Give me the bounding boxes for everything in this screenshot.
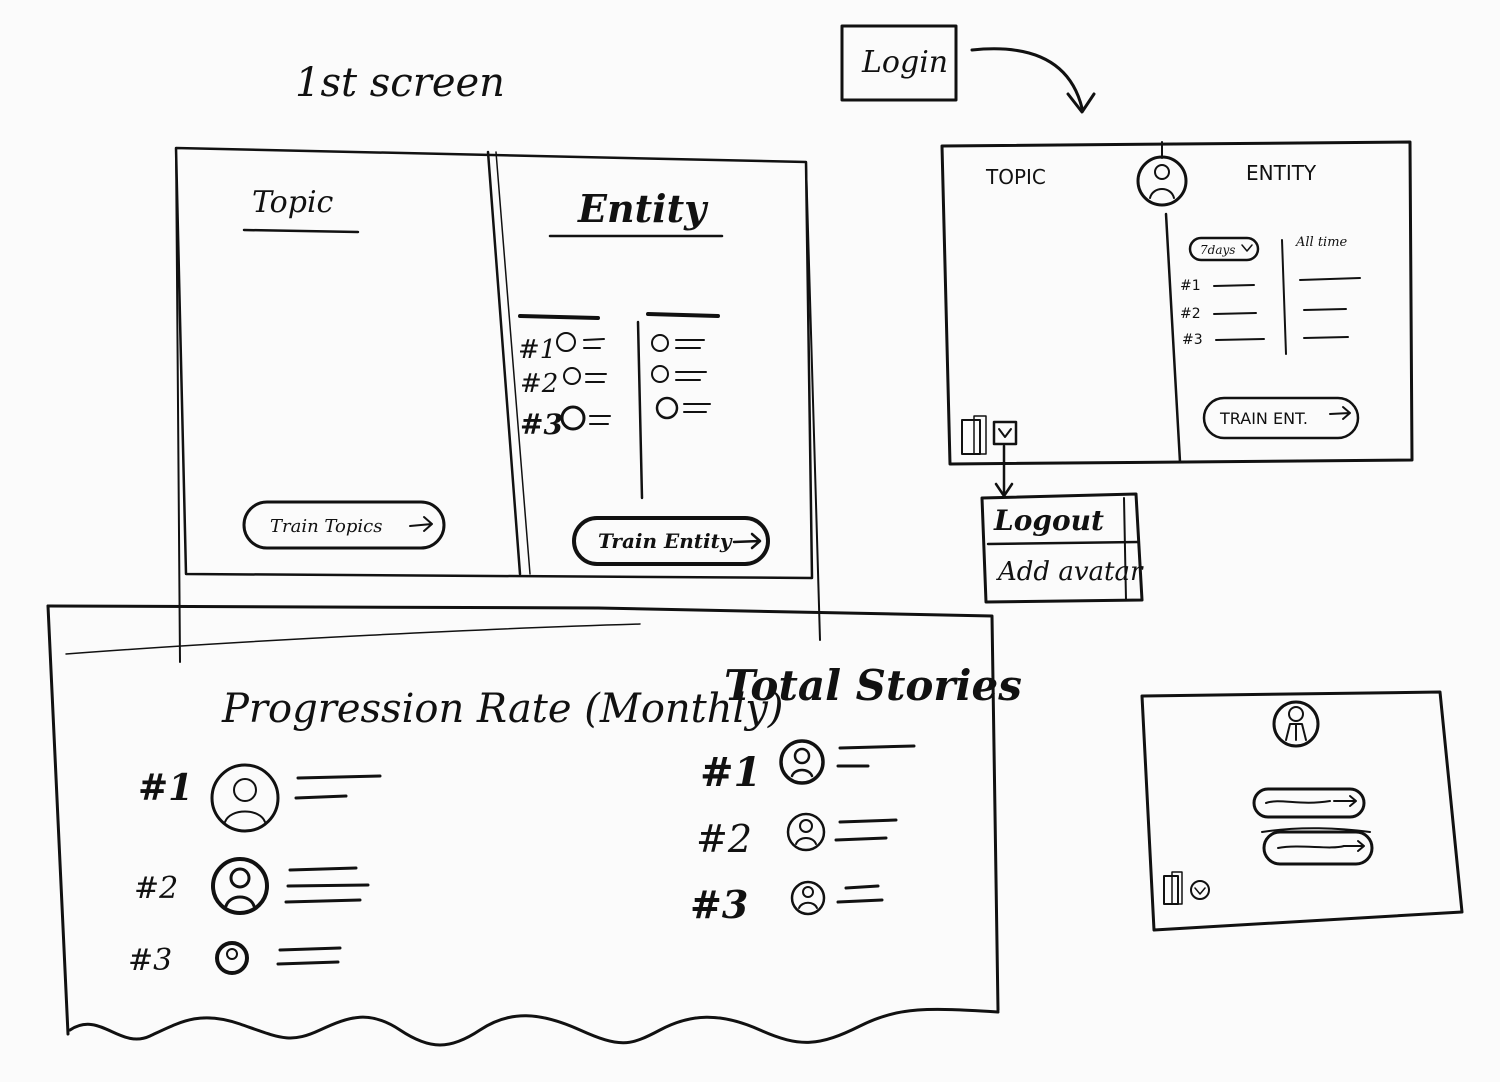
progression-rank: #3 <box>128 943 172 978</box>
progression-row: #1 <box>138 763 382 833</box>
screen2-frame <box>940 140 1414 466</box>
rank-label: #3 <box>1182 332 1203 348</box>
period-select-value: 7days <box>1200 243 1235 257</box>
login-box[interactable]: Login <box>840 24 958 102</box>
rank-label: #1 <box>1180 278 1201 294</box>
train-entity-button-2[interactable]: TRAIN ENT. <box>1202 396 1360 440</box>
profile-action-button[interactable] <box>1261 827 1374 866</box>
flow-arrow <box>970 47 1096 114</box>
avatar-icon <box>215 941 249 975</box>
page-title: 1st screen <box>295 60 505 106</box>
progression-rank: #1 <box>138 767 193 809</box>
train-entity-label-2: TRAIN ENT. <box>1219 409 1308 428</box>
entity-list-left: #1 #2 #3 <box>518 314 611 441</box>
all-time-label[interactable]: All time <box>1295 235 1348 250</box>
train-topics-label: Train Topics <box>270 516 382 537</box>
add-avatar-item[interactable]: Add avatar <box>996 557 1144 587</box>
entity-list-right <box>636 312 720 500</box>
avatar-icon <box>790 880 826 916</box>
stories-row: #1 <box>700 739 916 796</box>
dashboard-frame <box>46 604 1000 1047</box>
screen3-frame <box>1140 690 1464 932</box>
profile-avatar-icon[interactable] <box>1136 155 1188 207</box>
progression-rank: #2 <box>134 871 178 906</box>
profile-avatar-icon[interactable] <box>1272 700 1320 748</box>
dropdown-toggle-icon[interactable] <box>992 420 1018 446</box>
avatar-icon <box>651 334 669 352</box>
profile-action-button[interactable] <box>1252 787 1366 819</box>
avatar-icon <box>211 857 269 915</box>
stories-heading: Total Stories <box>724 661 1022 710</box>
avatar-icon <box>563 367 581 385</box>
entity-rank-label: #2 <box>520 369 558 399</box>
avatar-icon <box>210 763 280 833</box>
stories-rank: #1 <box>700 749 761 796</box>
progression-heading: Progression Rate (Monthly) <box>221 686 784 732</box>
document-icon[interactable] <box>961 415 987 455</box>
entity-rank-label: #1 <box>518 335 556 365</box>
dropdown-toggle-icon[interactable] <box>1190 880 1210 900</box>
tab-entity-label: Entity <box>577 186 709 231</box>
progression-row: #2 <box>134 857 370 915</box>
avatar-icon <box>786 812 826 852</box>
avatar-icon <box>560 405 586 431</box>
document-icon[interactable] <box>1163 871 1183 905</box>
stories-row: #3 <box>690 880 884 927</box>
chevron-down-icon <box>1241 244 1253 252</box>
menu-arrow <box>994 444 1014 498</box>
entity-rank-label: #3 <box>520 408 563 441</box>
avatar-icon <box>556 332 576 352</box>
stories-rank: #3 <box>690 882 748 927</box>
tab-topic[interactable]: Topic <box>242 185 360 234</box>
avatar-icon <box>779 739 825 785</box>
period-select[interactable]: 7days <box>1188 236 1260 262</box>
stories-row: #2 <box>696 812 898 861</box>
user-dropdown-menu <box>980 492 1144 604</box>
logout-item[interactable]: Logout <box>993 504 1104 537</box>
avatar-icon <box>651 365 669 383</box>
train-entity-label: Train Entity <box>598 529 733 553</box>
train-topics-button[interactable]: Train Topics <box>242 500 446 550</box>
screen1-frame <box>174 146 821 663</box>
rank-label: #2 <box>1180 306 1201 322</box>
train-entity-button[interactable]: Train Entity <box>572 516 770 566</box>
stories-rank: #2 <box>696 817 752 861</box>
avatar-icon <box>655 396 679 420</box>
screen2-ranking-list: #1 #2 #3 <box>1180 277 1361 348</box>
tab-topic-2[interactable]: TOPIC <box>985 165 1046 189</box>
tab-entity-2[interactable]: ENTITY <box>1246 161 1317 185</box>
progression-row: #3 <box>128 941 342 978</box>
login-label: Login <box>861 45 948 80</box>
tab-topic-label: Topic <box>252 185 334 220</box>
tab-entity[interactable]: Entity <box>548 186 724 238</box>
